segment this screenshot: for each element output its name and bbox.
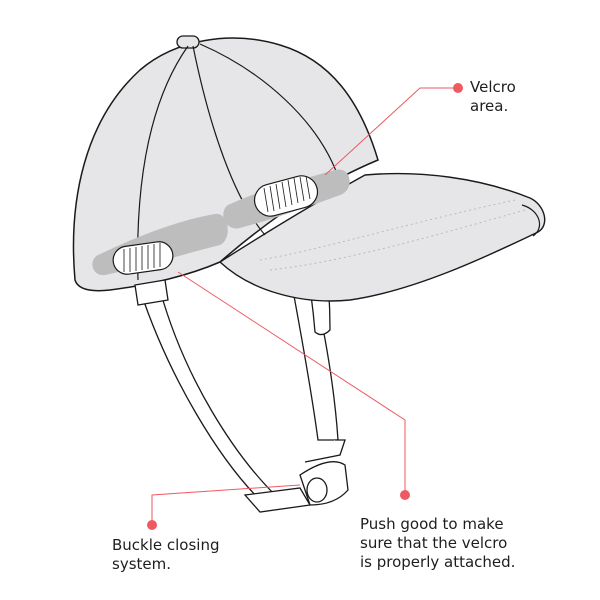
buckle-callout-dot <box>147 520 157 530</box>
velcro-pads <box>112 175 319 275</box>
push-instruction-label: Push good to make sure that the velcro i… <box>360 515 516 571</box>
push-callout-dot <box>400 490 410 500</box>
callout-lines <box>151 87 457 525</box>
velcro-area-label: Velcro area. <box>470 78 516 115</box>
buckle-label: Buckle closing system. <box>112 536 220 573</box>
callout-dots <box>147 83 463 530</box>
buckle <box>243 439 349 513</box>
velcro-hatching <box>123 175 311 272</box>
left-strap <box>134 279 276 501</box>
velcro-callout-dot <box>453 83 463 93</box>
